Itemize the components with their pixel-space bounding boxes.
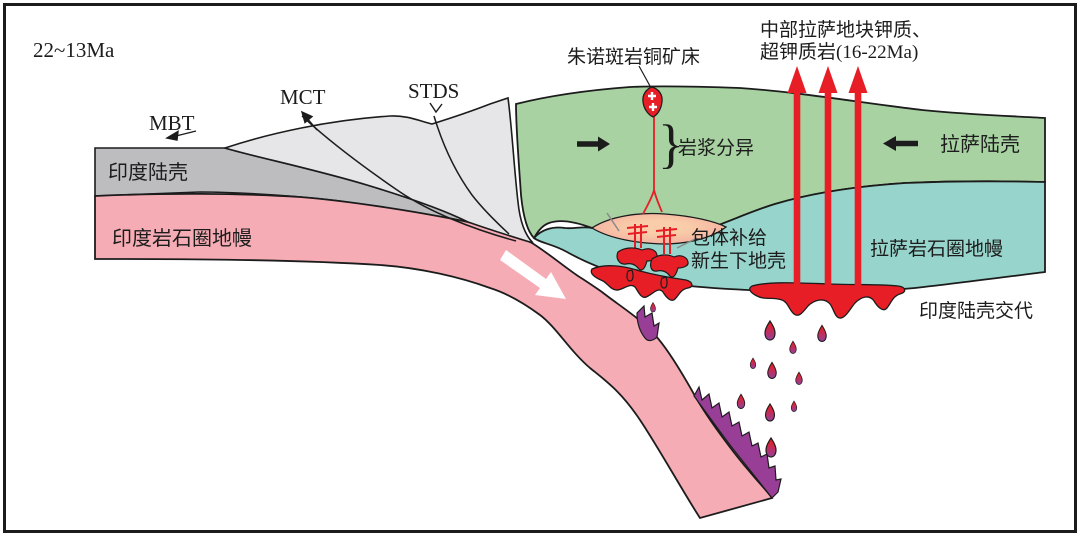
india-lithospheric-mantle-slab <box>94 192 774 520</box>
mct-fault-label: MCT <box>280 85 326 109</box>
porphyry-deposit-body <box>642 86 663 118</box>
fault-arrows <box>165 102 443 141</box>
mbt-arrow-head <box>165 130 179 141</box>
convergence-arrow-left <box>883 136 918 151</box>
metasomatized-slab-band <box>693 385 782 499</box>
himalayan-thrust-wedge <box>222 96 534 244</box>
potassic-rocks-label-line2: 超钾质岩(16-22Ma) <box>760 41 918 63</box>
ore-cross-symbols <box>648 92 657 111</box>
juvenile-lower-crust-label: 新生下地壳 <box>691 250 786 272</box>
dike-crossbar <box>655 228 678 232</box>
mct-fault-line <box>301 115 517 242</box>
potassic-magma-arrows <box>787 66 868 292</box>
stds-fault-label: STDS <box>408 79 459 103</box>
india-crust-label: 印度陆壳 <box>108 161 188 184</box>
convergence-arrow-right <box>577 136 610 152</box>
mbt-fault-label: MBT <box>149 111 195 135</box>
subduction-arrow <box>500 250 566 299</box>
enclave-supply-label: 包体补给 <box>691 227 767 249</box>
magma-column <box>793 90 801 292</box>
stds-fault-line <box>433 115 510 235</box>
enclave-leader-line <box>676 237 698 249</box>
porphyry-leader-line <box>638 65 651 87</box>
juvenile-lower-crust-lens <box>590 212 728 245</box>
magma-differentiation-label: 岩浆分异 <box>678 137 754 159</box>
age-label: 22~13Ma <box>33 38 115 62</box>
dike-crossbar <box>627 231 648 235</box>
enclave-feeder-dikes <box>626 224 678 254</box>
lhasa-crust-label: 拉萨陆壳 <box>940 133 1020 156</box>
metasomatized-slab-patch <box>636 304 660 342</box>
lens-leader-line <box>606 212 620 232</box>
porphyry-feeder-dike <box>642 113 663 215</box>
up-arrow-head <box>848 66 868 93</box>
lhasa-mantle-label: 拉萨岩石圈地幔 <box>870 238 1003 260</box>
melt-pocket-right <box>749 282 906 319</box>
melt-pocket-left <box>590 265 693 301</box>
porphyry-deposit-label: 朱诺斑岩铜矿床 <box>567 46 700 68</box>
india-metasomatism-label: 印度陆壳交代 <box>919 300 1033 322</box>
mushroom-intrusion <box>650 254 689 289</box>
stds-arrow-chevron <box>429 102 443 114</box>
potassic-rocks-label-line1: 中部拉萨地块钾质、 <box>760 19 931 41</box>
mushroom-intrusion <box>616 247 658 282</box>
india-mantle-label: 印度岩石圈地幔 <box>112 227 252 250</box>
up-arrow-head <box>787 66 807 93</box>
magma-column <box>824 90 832 292</box>
magma-brace: } <box>658 114 684 174</box>
dike-crossbar <box>626 225 649 229</box>
magma-column <box>854 90 862 292</box>
mct-arrow-head <box>300 110 314 124</box>
up-arrow-head <box>818 66 838 93</box>
dike-crossbar <box>656 234 677 238</box>
